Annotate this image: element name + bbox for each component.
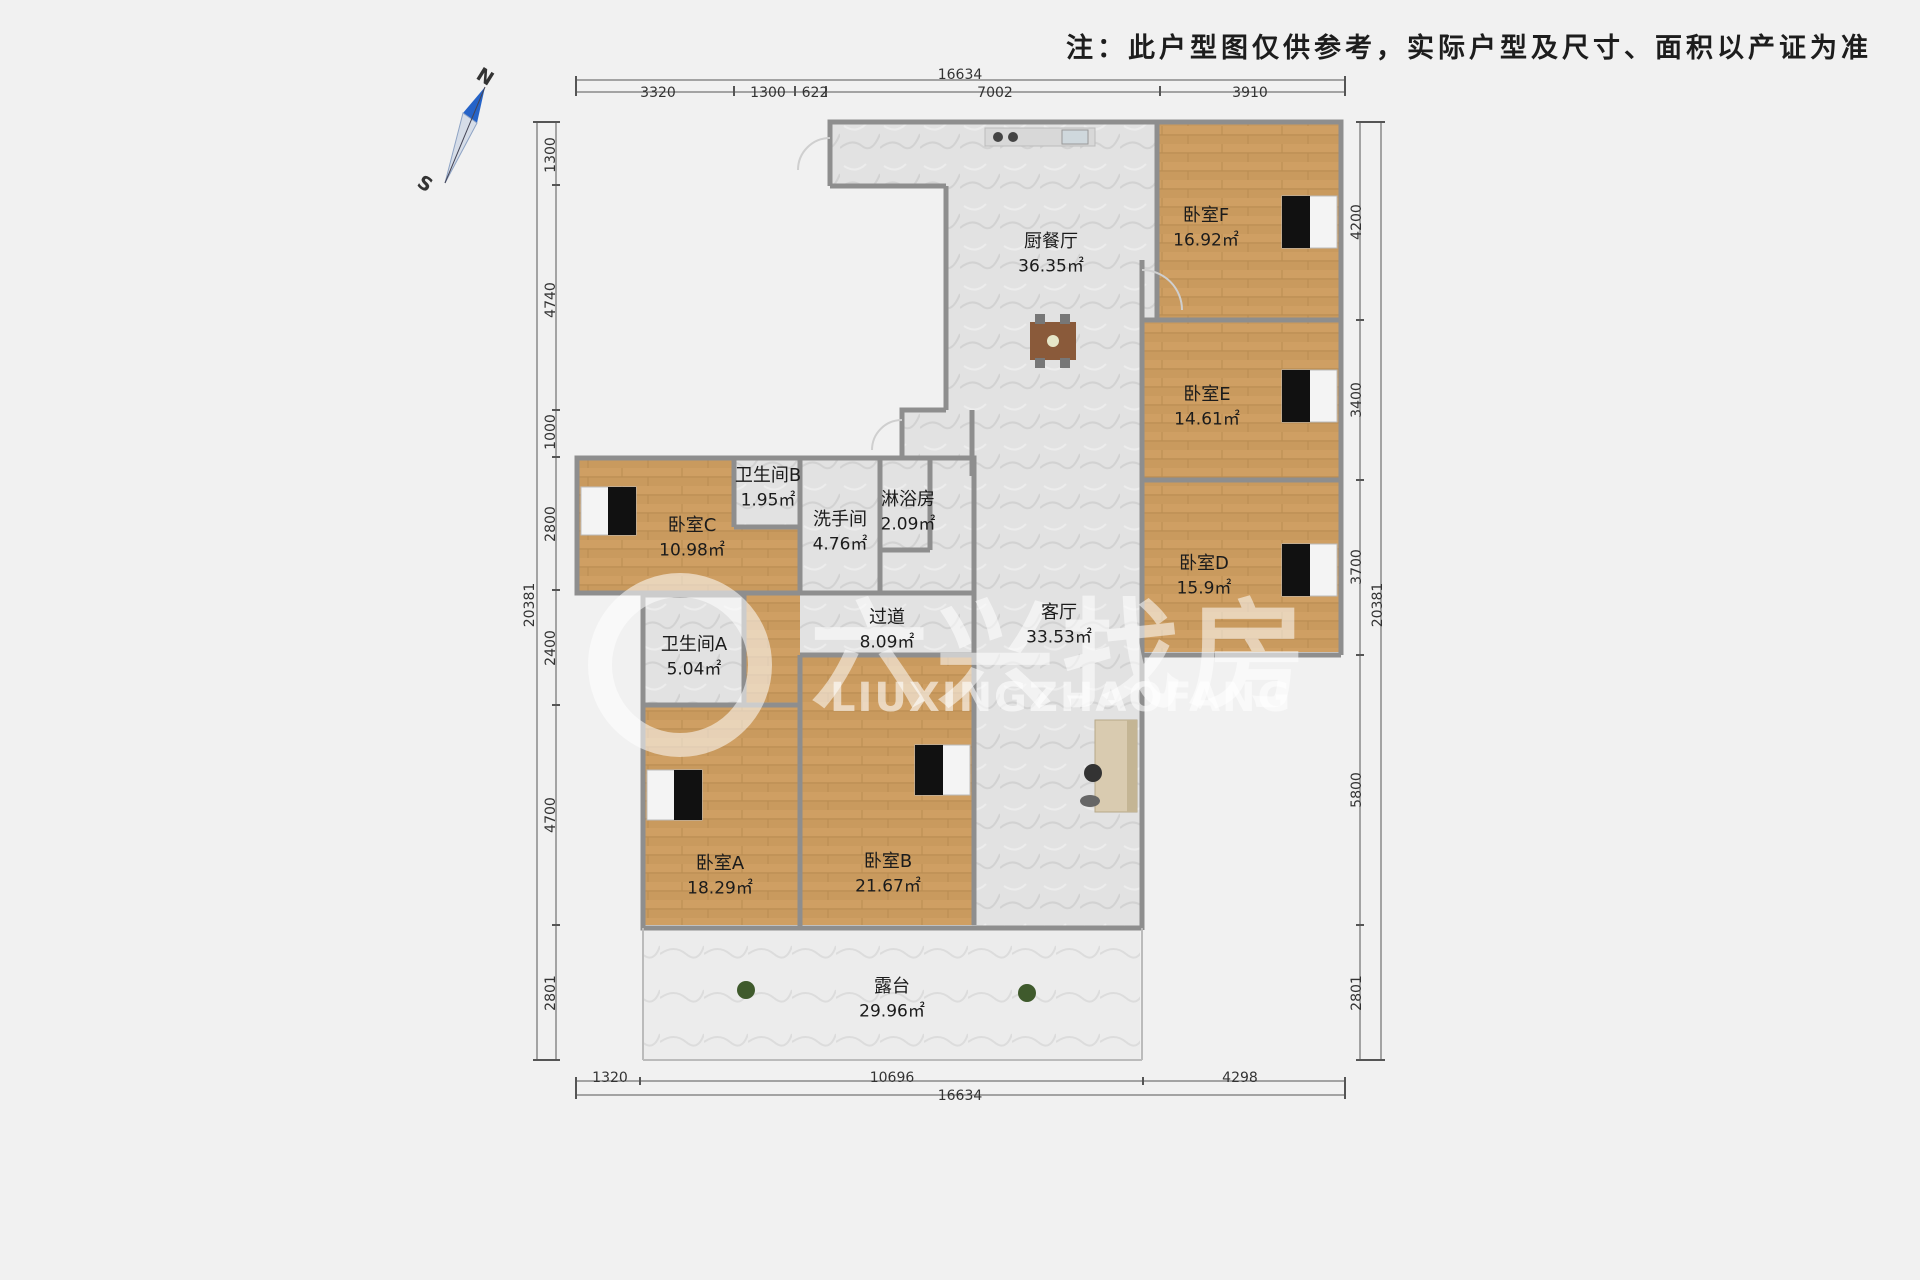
dim-left-7: 2801 [543, 975, 559, 1011]
dim-right-2: 3400 [1349, 382, 1365, 418]
dim-top-5: 3910 [1232, 85, 1268, 101]
dim-left-1: 1300 [543, 137, 559, 173]
room-label-living: 客厅 [1041, 602, 1077, 623]
dim-top-total: 16634 [937, 67, 983, 83]
kitchen-counter [984, 127, 1096, 147]
room-area-kitchen-dining: 36.35㎡ [1018, 256, 1084, 277]
room-label-corridor: 过道 [869, 607, 905, 628]
room-label-bedroom-e: 卧室E [1183, 384, 1231, 405]
washroom-floor [800, 460, 880, 591]
dim-bottom-2: 10696 [869, 1070, 915, 1086]
room-label-bathroom-a: 卫生间A [660, 634, 728, 655]
room-label-washroom: 洗手间 [813, 509, 867, 530]
corridor-lower-floor [800, 593, 972, 655]
room-label-bathroom-b: 卫生间B [734, 465, 802, 486]
room-area-shower: 2.09㎡ [880, 514, 936, 535]
dim-left-2: 4740 [543, 282, 559, 318]
room-area-bedroom-d: 15.9㎡ [1176, 578, 1232, 599]
terrace-floor [643, 928, 1140, 1060]
bed-icon-b [914, 744, 971, 796]
room-area-living: 33.53㎡ [1026, 627, 1092, 648]
room-area-bedroom-e: 14.61㎡ [1174, 409, 1240, 430]
room-label-bedroom-f: 卧室F [1182, 205, 1230, 226]
walls [574, 119, 1344, 1061]
dim-top-4: 7002 [977, 85, 1013, 101]
dim-left-6: 4700 [543, 797, 559, 833]
plant-icon-1 [737, 981, 755, 999]
room-area-bedroom-b: 21.67㎡ [855, 876, 921, 897]
dim-bottom-3: 4298 [1222, 1070, 1258, 1086]
bed-icon-e [1281, 369, 1338, 423]
bed-icon-f [1281, 195, 1338, 249]
dim-right-5: 2801 [1349, 975, 1365, 1011]
room-label-shower: 淋浴房 [881, 489, 935, 510]
room-area-terrace: 29.96㎡ [859, 1001, 925, 1022]
room-label-terrace: 露台 [874, 976, 910, 997]
room-area-bathroom-a: 5.04㎡ [666, 659, 722, 680]
dim-bottom-total: 16634 [937, 1088, 983, 1104]
dim-top-2: 1300 [750, 85, 786, 101]
room-area-bathroom-b: 1.95㎡ [740, 490, 796, 511]
room-area-bedroom-f: 16.92㎡ [1173, 230, 1239, 251]
room-area-washroom: 4.76㎡ [812, 534, 868, 555]
watermark-text: 六兴找房 [810, 587, 1315, 725]
dining-table-icon [1030, 314, 1076, 368]
dim-top-1: 3320 [640, 85, 676, 101]
bed-icon-d [1281, 543, 1338, 597]
dim-left-4: 2800 [543, 506, 559, 542]
stove-burner-icon [993, 132, 1003, 142]
dim-bottom-1: 1320 [592, 1070, 628, 1086]
dim-right-1: 4200 [1349, 204, 1365, 240]
dim-right-3: 3700 [1349, 549, 1365, 585]
shower-floor [880, 460, 974, 593]
room-area-bedroom-c: 10.98㎡ [659, 540, 725, 561]
bathroom-b-floor [734, 460, 798, 527]
kitchen-dining-floor [946, 124, 1157, 476]
side-table-icon [1080, 795, 1100, 807]
disclaimer-note: 注：此户型图仅供参考，实际户型及尺寸、面积以产证为准 [1066, 33, 1872, 64]
room-floors [579, 124, 1339, 1060]
stove-burner-icon-2 [1008, 132, 1018, 142]
plant-icon-2 [1018, 984, 1036, 1002]
watermark-english: LIUXINGZHAOFANG [830, 675, 1293, 721]
room-label-bedroom-b: 卧室B [863, 851, 913, 872]
room-label-bedroom-a: 卧室A [695, 853, 745, 874]
living-floor [972, 476, 1142, 926]
dim-right-4: 5800 [1349, 772, 1365, 808]
watermark-logo [588, 573, 772, 757]
dim-left-total: 20381 [522, 582, 538, 628]
room-label-bedroom-c: 卧室C [667, 515, 717, 536]
door-swings [797, 137, 1183, 451]
bed-icon-a [646, 769, 703, 821]
small-alcove-floor [902, 410, 972, 460]
dim-left-3: 1000 [543, 414, 559, 450]
compass-icon [444, 86, 486, 184]
dimension-lines [533, 76, 1385, 1099]
dim-left-5: 2400 [543, 630, 559, 666]
bed-icon-c [580, 486, 637, 536]
dim-right-total: 20381 [1370, 582, 1386, 628]
sofa-icon [1080, 719, 1138, 813]
sink-icon [1061, 129, 1089, 145]
coffee-table-icon [1084, 764, 1102, 782]
room-label-bedroom-d: 卧室D [1179, 553, 1229, 574]
room-label-kitchen-dining: 厨餐厅 [1024, 231, 1078, 252]
room-area-bedroom-a: 18.29㎡ [687, 878, 753, 899]
bed-icons [580, 195, 1338, 821]
plant-icons [737, 981, 1036, 1002]
room-area-corridor: 8.09㎡ [859, 632, 915, 653]
dim-top-3: 622 [801, 85, 829, 101]
